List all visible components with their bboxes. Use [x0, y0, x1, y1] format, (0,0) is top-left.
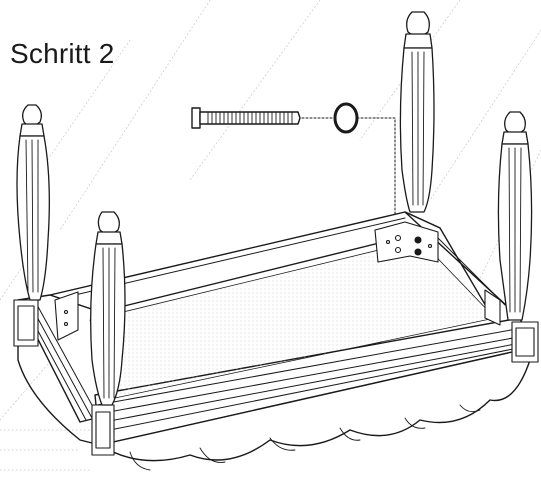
washer-icon	[333, 102, 411, 241]
corner-brackets	[54, 221, 501, 341]
table-leg-back-right	[399, 11, 435, 213]
table-leg-front-left	[90, 211, 126, 406]
table-leg-front-right	[497, 111, 533, 321]
corner-blocks	[13, 299, 539, 456]
bolt-icon	[191, 107, 334, 129]
table-leg-back-left	[16, 104, 50, 301]
step-title: Schritt 2	[10, 38, 115, 69]
